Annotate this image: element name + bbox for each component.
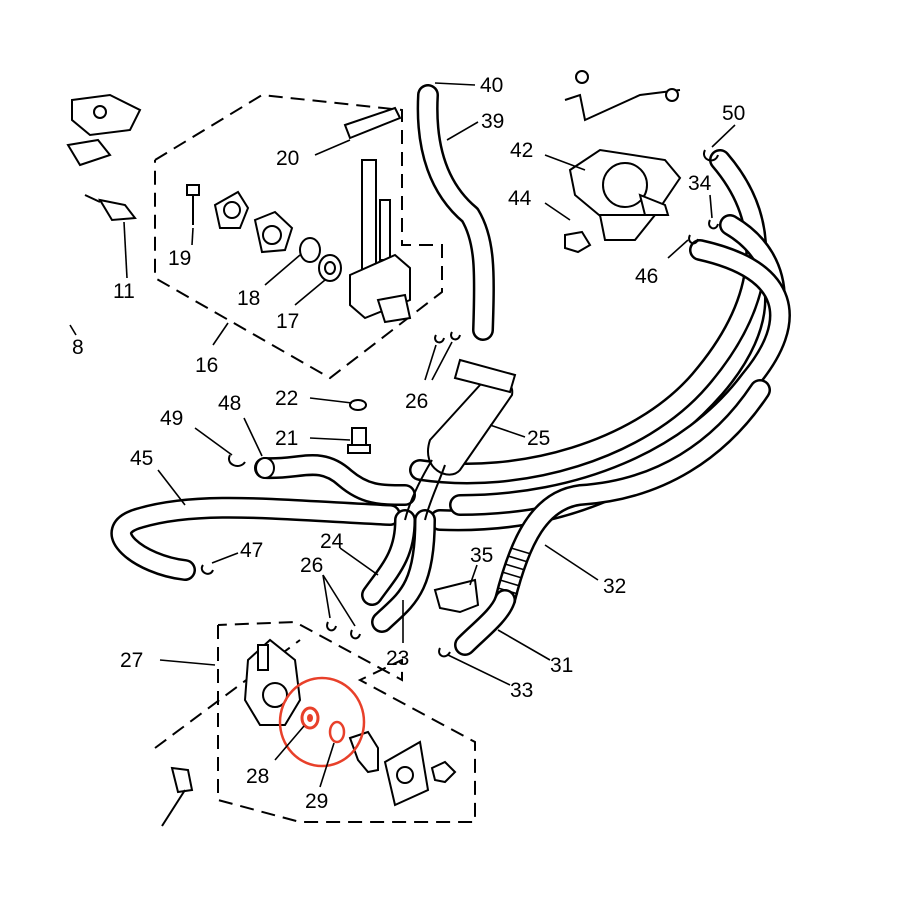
callout-32: 32 <box>603 575 626 598</box>
fitting-18 <box>253 210 294 254</box>
callout-31: 31 <box>550 654 573 677</box>
callout-44: 44 <box>508 187 532 210</box>
clamps <box>200 149 719 658</box>
callout-33: 33 <box>510 679 533 702</box>
callout-49: 49 <box>160 407 183 430</box>
callout-21: 21 <box>275 427 298 450</box>
callout-22: 22 <box>275 387 298 410</box>
fuel-cock-assembly <box>343 106 412 324</box>
clip-35 <box>433 578 480 614</box>
hose-45 <box>110 496 401 581</box>
bolt-11 <box>84 194 137 222</box>
bolt-21 <box>347 427 371 454</box>
callout-46: 46 <box>635 265 658 288</box>
bolt-44 <box>564 230 592 254</box>
hose-24-23 <box>361 509 436 633</box>
fuel-filter-25 <box>404 358 517 521</box>
callout-16: 16 <box>195 354 218 377</box>
callout-45: 45 <box>130 447 153 470</box>
valve-27 <box>348 730 379 774</box>
part-29 <box>328 720 346 744</box>
callout-35: 35 <box>470 544 493 567</box>
callout-29: 29 <box>305 790 328 813</box>
assembly-16-boundary <box>154 93 443 380</box>
assembly-27-boundary <box>154 620 476 823</box>
fuel-pump-27 <box>243 638 302 726</box>
callout-17: 17 <box>276 310 299 333</box>
hose-39 <box>416 84 495 341</box>
callout-8: 8 <box>72 336 84 359</box>
callout-26-upper: 26 <box>405 390 428 413</box>
callout-39: 39 <box>481 110 504 133</box>
callout-42: 42 <box>510 139 533 162</box>
bolt-27-left <box>161 766 194 827</box>
gasket-left <box>66 138 112 167</box>
callout-27: 27 <box>120 649 143 672</box>
callout-19: 19 <box>168 247 191 270</box>
callout-23: 23 <box>386 647 409 670</box>
callout-48: 48 <box>218 392 241 415</box>
callout-20: 20 <box>276 147 299 170</box>
callout-labels: 40 39 50 42 34 44 46 20 19 11 18 17 8 16… <box>72 74 745 813</box>
callout-11: 11 <box>113 280 135 303</box>
bolt-19 <box>186 184 200 225</box>
callout-26-lower: 26 <box>300 554 323 577</box>
o-ring-18 <box>299 237 321 263</box>
leader-lines <box>69 82 736 788</box>
hose-32 <box>494 379 771 611</box>
callout-47: 47 <box>240 539 263 562</box>
callout-28: 28 <box>246 765 269 788</box>
callout-18: 18 <box>237 287 260 310</box>
hose-31 <box>454 589 516 656</box>
bracket-top-left <box>71 93 142 137</box>
washer-17 <box>318 254 342 282</box>
callout-40: 40 <box>480 74 503 97</box>
callout-25: 25 <box>527 427 550 450</box>
screw-27 <box>430 760 457 784</box>
plate-19 <box>213 190 250 229</box>
callout-50: 50 <box>722 102 745 125</box>
washer-22 <box>349 399 367 411</box>
fuel-pump-42 <box>564 70 682 241</box>
gasket-27 <box>383 740 430 807</box>
part-28 <box>300 706 320 730</box>
callout-34: 34 <box>688 172 712 195</box>
highlight-circle <box>278 676 366 768</box>
callout-24: 24 <box>320 530 344 553</box>
hose-48 <box>254 454 416 506</box>
